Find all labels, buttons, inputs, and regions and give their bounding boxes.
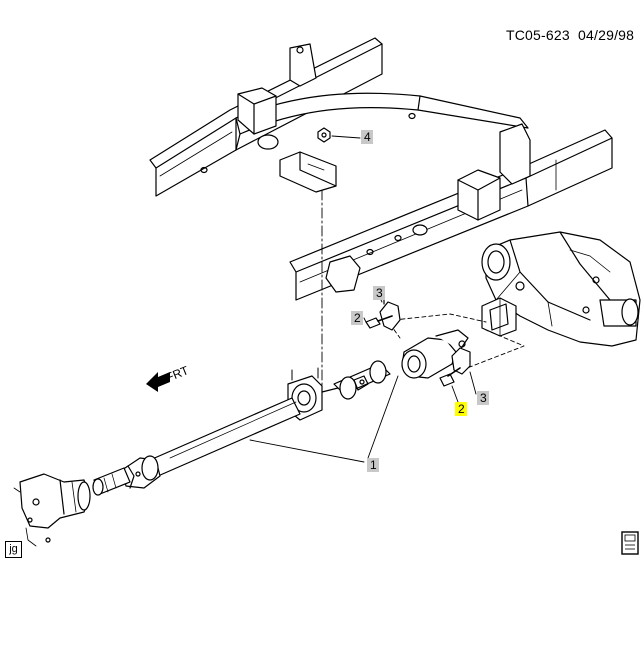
- diagram-header: TC05-623 04/29/98: [506, 27, 634, 43]
- frame-crossmember: [235, 92, 529, 151]
- callout-bg-2-highlight: [455, 402, 467, 416]
- rear-axle-differential: [481, 231, 641, 347]
- book-icon: [621, 531, 639, 555]
- frame-bracket-1: [289, 43, 317, 87]
- frame-bracket-2: [237, 87, 277, 135]
- bolt-2-lower: [439, 367, 461, 387]
- frame-holes: [200, 112, 428, 256]
- footer-tag: jg: [5, 541, 22, 558]
- bolt-2-upper: [365, 315, 393, 329]
- front-u-joint: [121, 455, 161, 489]
- callout-bg-3-upper: [373, 286, 385, 300]
- frame-bracket-3: [457, 169, 501, 221]
- callout-3-lower: 3: [480, 391, 487, 405]
- transmission-output: [13, 473, 91, 547]
- callout-bg-2-upper: [351, 311, 363, 325]
- strap-clamp-3-lower: [451, 347, 471, 375]
- callout-2-upper: 2: [354, 311, 361, 325]
- leader-lines-2-3: [363, 317, 477, 403]
- leader-lines-1: [249, 375, 399, 463]
- doc-date: 04/29/98: [578, 27, 635, 43]
- callout-3-upper: 3: [376, 286, 383, 300]
- callout-4: 4: [364, 130, 371, 144]
- leader-line-4: [331, 135, 361, 139]
- nut-item-4: [317, 127, 331, 143]
- driveshaft-tube: [149, 397, 301, 477]
- slip-yoke: [401, 329, 469, 379]
- frame-rail-upper: [149, 37, 383, 197]
- callout-bg-3-lower: [477, 391, 489, 405]
- center-support-bracket: [279, 151, 337, 193]
- frame-bracket-4: [325, 123, 531, 293]
- driveshaft-rear: [333, 360, 391, 400]
- callout-bg-1: [367, 458, 379, 472]
- pinion-yoke: [481, 297, 517, 337]
- frt-arrow-icon: [146, 372, 170, 392]
- callout-1: 1: [370, 458, 377, 472]
- frt-label: FRT: [164, 363, 191, 385]
- callout-bg-4: [361, 130, 373, 144]
- doc-id: TC05-623: [506, 27, 570, 43]
- front-slip-yoke: [92, 467, 131, 496]
- callout-2-highlight: 2: [458, 402, 465, 416]
